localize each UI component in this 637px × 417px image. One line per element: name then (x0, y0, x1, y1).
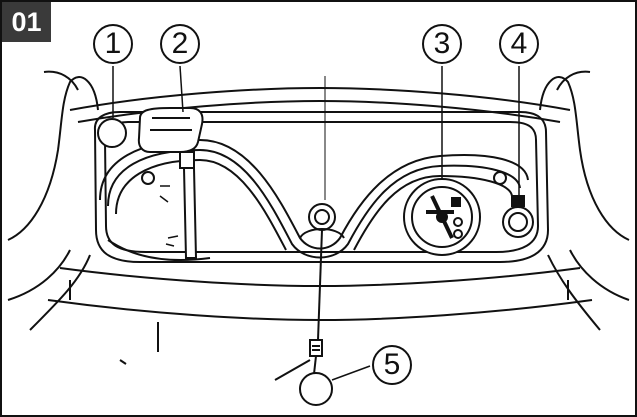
step-number-badge: 01 (2, 2, 51, 42)
part-4-button (502, 195, 534, 238)
release-cable (274, 76, 326, 381)
callout-3: 3 (422, 24, 462, 64)
leader-lines (112, 65, 520, 381)
part-1-button (97, 118, 127, 148)
part-3-switch (403, 171, 507, 256)
callout-4: 4 (499, 24, 539, 64)
seat-release-knob (299, 372, 333, 406)
part-2-key (137, 107, 204, 259)
callout-5: 5 (372, 345, 412, 385)
callout-1: 1 (93, 24, 133, 64)
callout-2: 2 (160, 24, 200, 64)
